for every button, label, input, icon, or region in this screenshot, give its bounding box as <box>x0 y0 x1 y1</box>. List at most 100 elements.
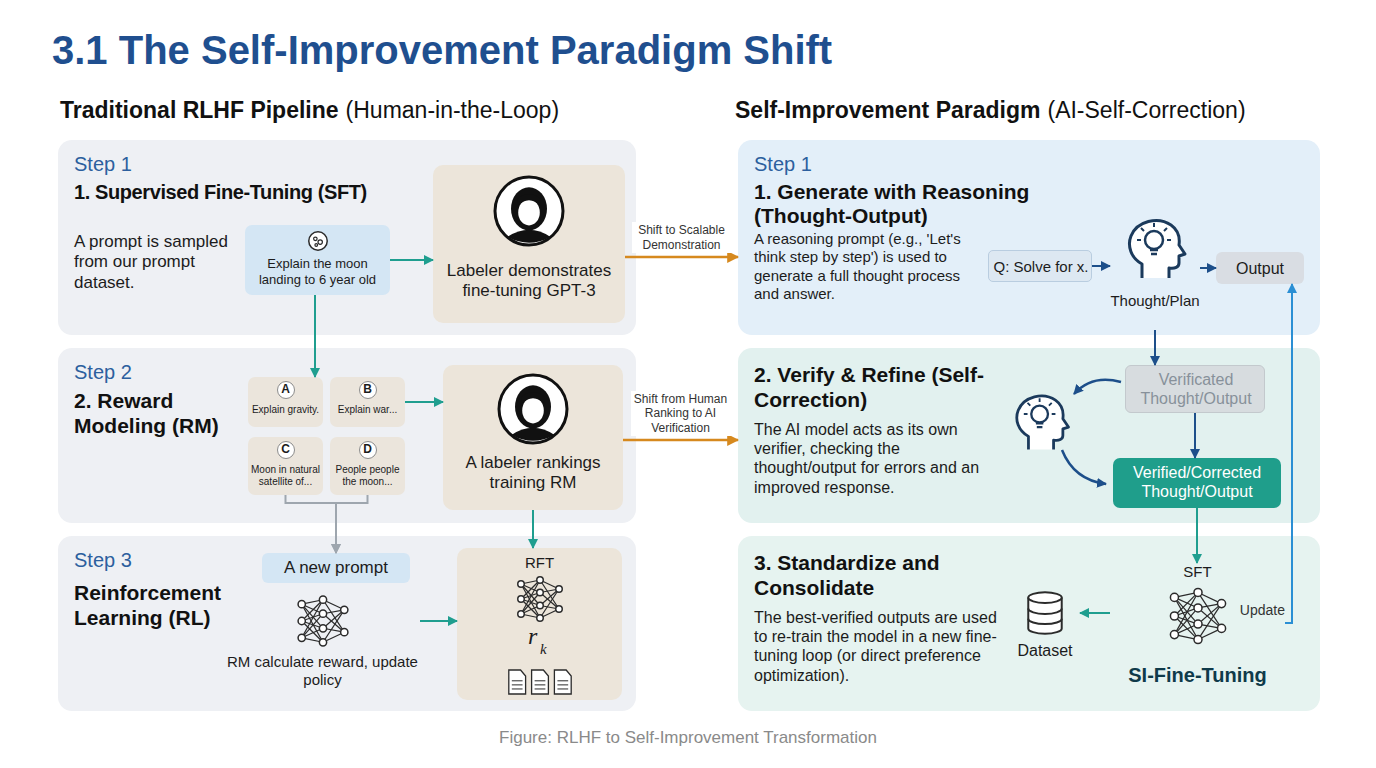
step-panel: 2. Verify & Refine (Self-Correction) The … <box>738 348 1320 523</box>
graphic-part <box>534 688 545 689</box>
verify-loop-arrow <box>1074 380 1121 394</box>
graphic-part <box>298 601 305 608</box>
step-panel: Step 3Reinforcement Learning (RL)A new p… <box>58 536 636 711</box>
net-icon <box>1167 585 1229 647</box>
graphic-part <box>1193 604 1201 612</box>
graphic-part <box>557 688 568 689</box>
connector-label: Update <box>1238 601 1287 620</box>
step-heading: Reinforcement Learning (RL) <box>74 580 239 630</box>
graphic-part <box>511 688 522 689</box>
step-panel: Step 22. Reward Modeling (RM)AExplain gr… <box>58 348 636 523</box>
graphic-part <box>511 187 547 230</box>
graphic-part <box>555 586 562 593</box>
response-text: People people the moon... <box>333 464 402 488</box>
connector-arrow <box>405 401 443 403</box>
step-heading: 2. Reward Modeling (RM) <box>74 388 246 438</box>
net-icon <box>295 593 351 649</box>
connector-arrow <box>1194 413 1196 458</box>
thought-head: Thought/Plan <box>1110 212 1200 330</box>
graphic-part <box>340 606 347 613</box>
connector-arrow <box>532 510 534 548</box>
step-description: A prompt is sampled from our prompt data… <box>74 232 249 293</box>
graphic-part <box>319 610 326 617</box>
graphic-part <box>536 602 543 609</box>
graphic-part <box>1129 221 1185 278</box>
question-text: Q: Solve for x. <box>989 258 1093 276</box>
policy-network: RM calculate reward, update policy <box>225 593 420 703</box>
step-heading: 3. Standardize and Consolidate <box>754 550 1019 600</box>
graphic-part <box>522 397 544 423</box>
labeler-box: A labeler rankings training RM <box>443 365 623 510</box>
person-icon <box>493 175 565 247</box>
graphic-part <box>518 199 540 225</box>
graphic-part <box>1028 609 1061 614</box>
column-subtitle: (AI-Self-Correction) <box>1047 97 1245 123</box>
person-icon <box>497 373 569 445</box>
graphic-part <box>557 684 568 685</box>
graphic-part <box>318 240 322 244</box>
output-box: Output <box>1216 252 1304 284</box>
graphic-part <box>536 615 543 622</box>
column-heading: Self-Improvement Paradigm (AI-Self-Correc… <box>735 97 1253 124</box>
graphic-part <box>1170 593 1178 601</box>
graphic-part <box>515 385 551 428</box>
graphic-part <box>557 680 568 681</box>
rft-box: RFTrk <box>457 548 622 700</box>
graphic-part <box>511 428 554 441</box>
graphic-part <box>1193 636 1201 644</box>
graphic-part <box>1170 631 1178 639</box>
graphic-part <box>1028 592 1061 603</box>
graphic-part <box>534 680 545 681</box>
graphic-part <box>517 611 524 618</box>
db-icon <box>1023 591 1067 635</box>
sft-label: SFT <box>1110 563 1285 581</box>
option-letter: A <box>277 381 295 399</box>
prompt-text: Explain the moon landing to 6 year old <box>245 256 390 287</box>
step-heading: 1. Supervised Fine-Tuning (SFT) <box>74 180 429 204</box>
graphic-part <box>511 680 522 681</box>
connector-label: Shift from Human Ranking to AI Verificat… <box>631 391 731 436</box>
graphic-part <box>298 634 305 641</box>
verified-text: Verified/Corrected Thought/Output <box>1113 463 1281 501</box>
connector-arrow <box>1080 612 1110 614</box>
sft-title: SI-Fine-Tuning <box>1110 663 1285 687</box>
graphic-part <box>536 589 543 596</box>
connector-arrow <box>1285 284 1292 623</box>
graphic-part <box>555 606 562 613</box>
connector-arrow <box>625 256 738 259</box>
step-description: A reasoning prompt (e.g., 'Let's think s… <box>754 230 982 303</box>
rft-label: RFT <box>457 554 622 572</box>
head-icon <box>1120 212 1190 282</box>
graphic-part <box>1217 624 1225 632</box>
labeler-box: Labeler demonstrates fine-tuning GPT-3 <box>433 165 625 323</box>
verified-box: Verified/Corrected Thought/Output <box>1113 458 1281 508</box>
graphic-part <box>517 581 524 588</box>
connector-arrow <box>1154 330 1156 365</box>
column-title: Traditional RLHF Pipeline <box>60 97 339 123</box>
sft-network: SFT SI-Fine-Tuning <box>1110 563 1285 703</box>
connector-label: Shift to Scalable Demonstration <box>632 222 732 253</box>
step-description: The best-verified outputs are used to re… <box>754 608 1004 685</box>
connector-arrow <box>623 439 738 442</box>
step-heading: 2. Verify & Refine (Self-Correction) <box>754 362 1019 412</box>
response-card: D People people the moon... <box>330 437 405 495</box>
step-heading: 1. Generate with Reasoning (Thought-Outp… <box>754 180 1084 228</box>
column-subtitle: (Human-in-the-Loop) <box>346 97 559 123</box>
graphic-part <box>1193 620 1201 628</box>
graphic-part <box>308 232 326 250</box>
prompt-box: Explain the moon landing to 6 year old <box>245 225 390 295</box>
option-letter: D <box>359 441 377 459</box>
column-title: Self-Improvement Paradigm <box>735 97 1040 123</box>
graphic-part <box>531 670 548 694</box>
step-panel: 3. Standardize and ConsolidateThe best-v… <box>738 536 1320 711</box>
reward-symbol: r <box>528 622 542 651</box>
dataset-label: Dataset <box>1010 641 1080 660</box>
graphic-part <box>313 237 317 241</box>
dataset-icon: Dataset <box>1010 591 1080 671</box>
response-text: Moon in natural satellite of... <box>251 464 320 488</box>
step-panel: Step 11. Supervised Fine-Tuning (SFT)A p… <box>58 140 636 335</box>
graphic-part <box>1170 612 1178 620</box>
connector-arrow <box>286 495 337 553</box>
moon-icon <box>307 230 329 252</box>
step-description: The AI model acts as its own verifier, c… <box>754 420 1004 497</box>
